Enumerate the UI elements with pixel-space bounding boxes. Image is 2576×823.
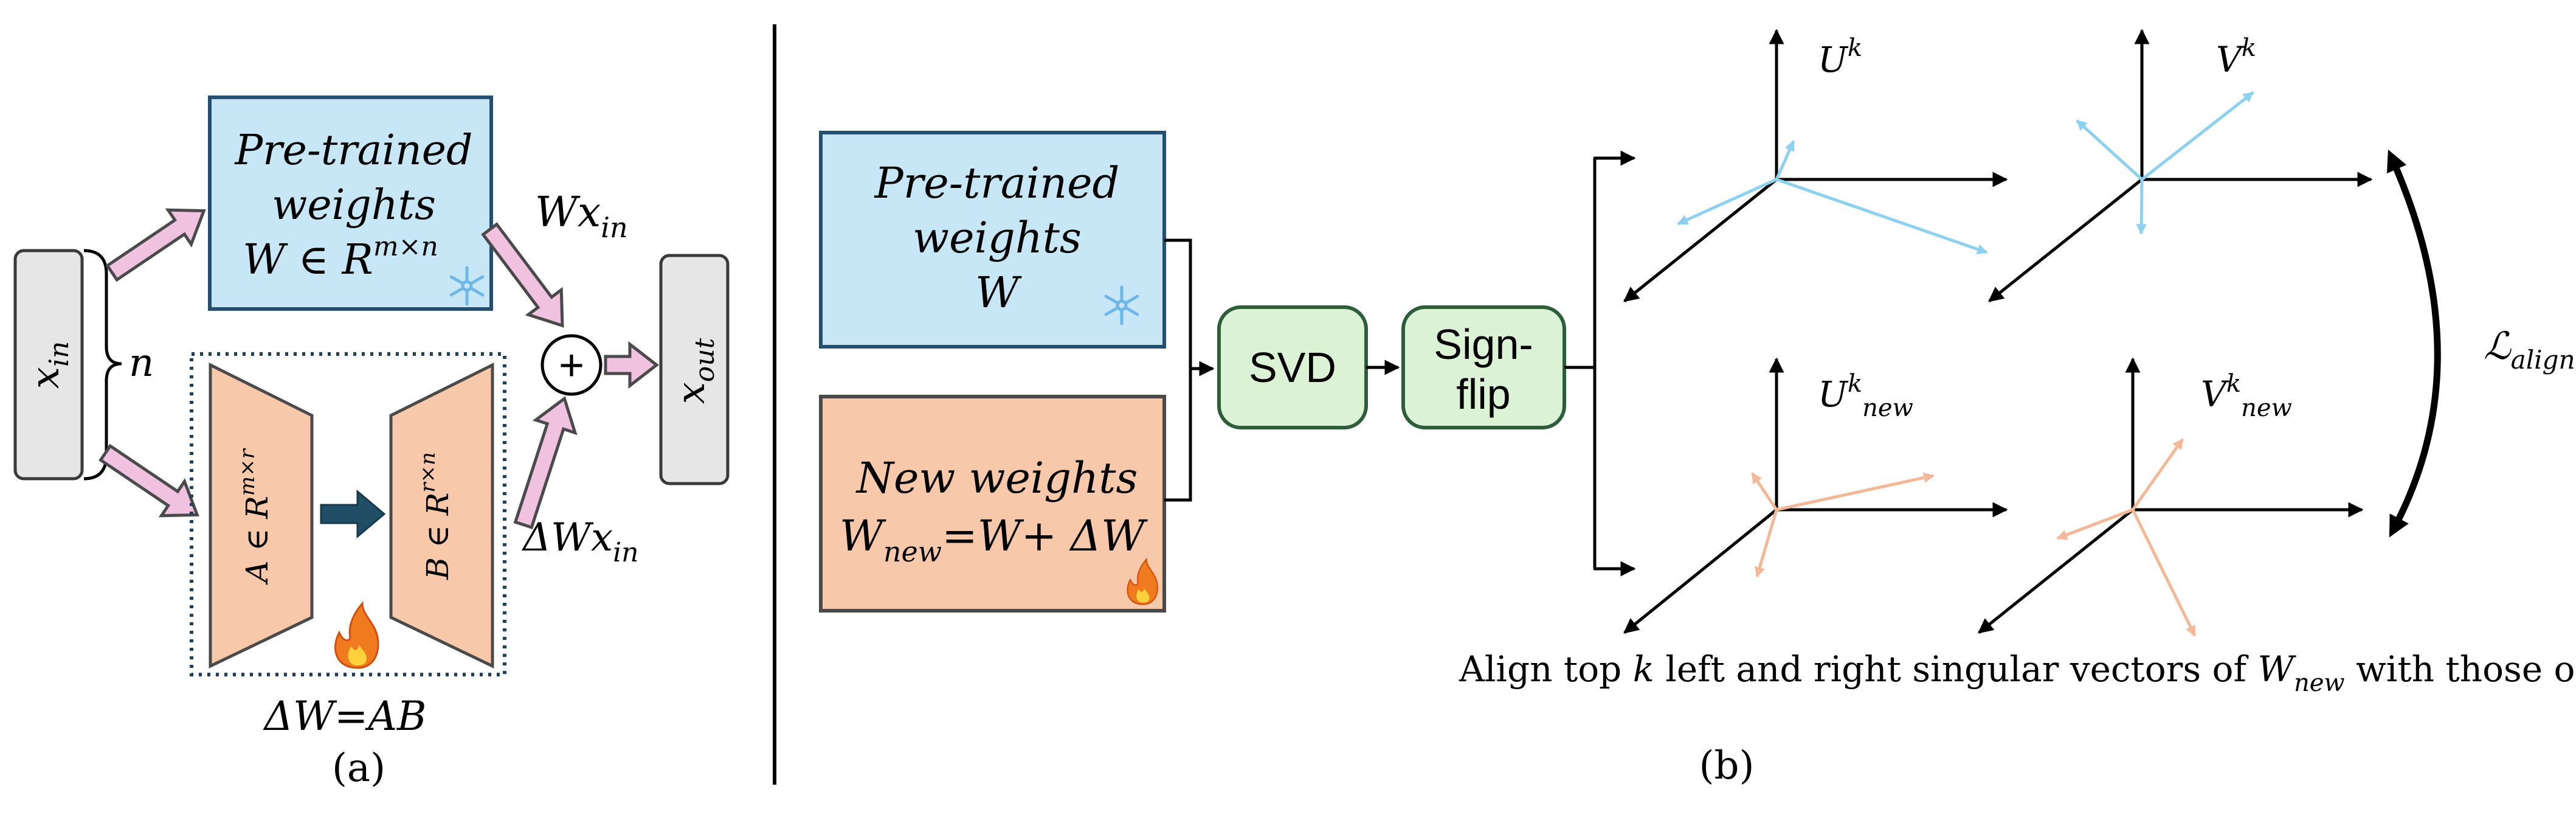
- output-label: xout: [669, 338, 720, 404]
- n-label: n: [129, 341, 154, 386]
- pretrained-line2: weights: [272, 181, 436, 229]
- uk-vectors: [1677, 140, 1988, 255]
- arrow-a-to-b: [320, 489, 386, 539]
- align-curve-arrow: [2386, 149, 2441, 538]
- fire-icon: [334, 600, 379, 669]
- uknew-label: Uknew: [1818, 370, 1913, 422]
- pretrained-w-box: [819, 131, 1166, 349]
- input-box: [13, 249, 84, 481]
- new-weights-line2: Wnew=W+ ΔW: [840, 511, 1148, 568]
- new-weights-box: [819, 395, 1166, 613]
- delta-w-label: ΔW=AB: [263, 693, 427, 740]
- svd-label: SVD: [1249, 344, 1336, 391]
- a-matrix-label: A ∈ Rm×r: [235, 448, 275, 585]
- a-matrix-trapezoid: [209, 362, 314, 668]
- arrow-plus-to-output: [604, 341, 660, 389]
- panel-a-caption: (a): [332, 746, 385, 791]
- pretrained-line3: W ∈ Rm×n: [243, 231, 438, 284]
- loss-align-label: ℒalign: [2484, 324, 2575, 375]
- uk-axes: [1623, 29, 2008, 302]
- fire-icon-b: [1127, 557, 1158, 605]
- branch-bracket: [1564, 158, 1597, 569]
- input-label: xin: [23, 341, 75, 389]
- wx-label: Wxin: [535, 189, 628, 244]
- panel-b: Pre-trained weights W New weights Wnew=W…: [819, 29, 2576, 788]
- vknew-vectors: [2056, 438, 2197, 637]
- uknew-vectors: [1750, 472, 1935, 578]
- pretrained-weights-box: [208, 95, 493, 311]
- align-caption: Align top k left and right singular vect…: [1459, 648, 2576, 697]
- pretrained-w-line1: Pre-trained: [874, 158, 1120, 208]
- pretrained-line1: Pre-trained: [233, 127, 472, 175]
- vknew-label: Vknew: [2201, 370, 2292, 422]
- snowflake-icon-b: [1104, 285, 1139, 325]
- uk-label: Uk: [1818, 34, 1862, 80]
- signflip-line1: Sign-: [1434, 321, 1533, 368]
- b-matrix-label: B ∈ Rr×n: [416, 452, 455, 580]
- arrow-lora-to-plus: [513, 396, 578, 530]
- plus-symbol: +: [559, 341, 584, 390]
- n-brace: [83, 249, 122, 481]
- connector-to-svd: [1164, 238, 1213, 502]
- panel-b-caption: (b): [1699, 743, 1755, 788]
- uknew-axes: [1623, 357, 2008, 634]
- plus-circle: [540, 334, 603, 396]
- vk-label: Vk: [2216, 34, 2256, 80]
- delta-wx-label: ΔWxin: [521, 515, 639, 568]
- output-box: [659, 254, 730, 485]
- arrow-pretrained-to-plus: [481, 222, 564, 328]
- arrow-to-pretrained: [105, 208, 206, 282]
- pretrained-w-line3: W: [975, 268, 1022, 318]
- lora-box: [190, 352, 506, 676]
- arrow-to-lora: [98, 443, 199, 518]
- vk-axes: [1988, 29, 2373, 302]
- new-weights-line1: New weights: [855, 453, 1138, 503]
- vk-vectors: [2076, 91, 2254, 235]
- pretrained-w-line2: weights: [913, 213, 1082, 263]
- b-matrix-trapezoid: [389, 362, 494, 668]
- vknew-axes: [1978, 357, 2364, 634]
- snowflake-icon: [449, 266, 485, 306]
- panel-a: xin n Pre-trained weights W ∈ Rm×n A ∈ R…: [13, 95, 730, 791]
- signflip-line2: flip: [1456, 370, 1510, 418]
